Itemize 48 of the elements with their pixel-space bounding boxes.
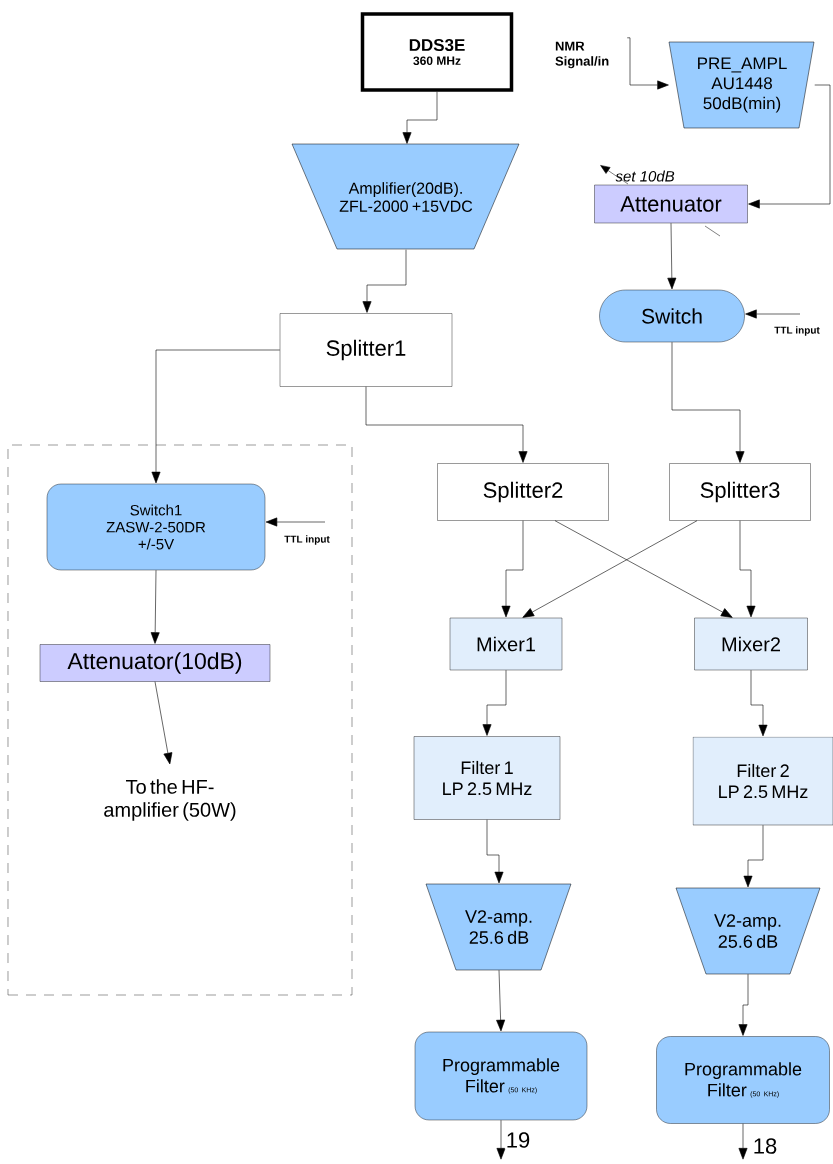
arrow bbox=[362, 249, 407, 313]
splitter-box: Splitter2 bbox=[437, 463, 609, 521]
arrow bbox=[738, 973, 749, 1036]
arrow bbox=[667, 222, 677, 290]
output-label: To the HF-amplifier (50W) bbox=[104, 779, 236, 821]
arrow bbox=[750, 669, 768, 737]
setting-label: set 10dB bbox=[615, 170, 675, 182]
edge-label: 19 bbox=[504, 1131, 532, 1149]
arrow bbox=[496, 969, 506, 1032]
mixer-box: Mixer1 bbox=[449, 617, 563, 671]
attenuator-box: Attenuator(10dB) bbox=[39, 644, 271, 682]
arrow bbox=[482, 669, 507, 736]
arrow bbox=[671, 341, 745, 463]
group-frame bbox=[7, 444, 353, 996]
edge-label: TTL input bbox=[283, 534, 331, 546]
amplifier-trapezoid: Amplifier(20dB). ZFL-2000 +15VDC bbox=[291, 143, 520, 250]
attenuator-box: Attenuator bbox=[594, 184, 748, 224]
arrow bbox=[501, 520, 524, 618]
edge-label: TTL input bbox=[773, 325, 821, 337]
arrow bbox=[365, 386, 528, 463]
arrow bbox=[748, 84, 831, 209]
arrow bbox=[738, 1123, 748, 1160]
source-box: DDS3E 360 MHz bbox=[360, 12, 514, 92]
amplifier-trapezoid: V2-amp. 25.6 dB bbox=[425, 883, 572, 971]
filter-box: Filter 2 LP 2.5 MHz bbox=[692, 736, 833, 826]
arrow bbox=[154, 681, 173, 765]
switch-box: Switch1 ZASW-2-50DR +/-5V bbox=[46, 483, 266, 571]
filter-box: Filter 1 LP 2.5 MHz bbox=[413, 736, 561, 820]
arrow bbox=[554, 520, 733, 618]
amplifier-trapezoid: V2-amp. 25.6 dB bbox=[675, 887, 821, 975]
arrow bbox=[743, 824, 764, 888]
splitter-box: Splitter3 bbox=[669, 463, 811, 521]
arrow bbox=[522, 520, 698, 618]
arrow bbox=[496, 1119, 506, 1160]
arrow bbox=[745, 309, 801, 319]
amplifier-trapezoid: PRE_AMPL AU1448 50dB(min) bbox=[668, 41, 815, 129]
splitter-box: Splitter1 bbox=[279, 313, 453, 387]
arrow bbox=[151, 349, 281, 484]
edge-label: 18 bbox=[751, 1137, 779, 1155]
arrow bbox=[739, 520, 756, 618]
arrow bbox=[486, 819, 504, 884]
mixer-box: Mixer2 bbox=[694, 617, 808, 671]
arrow bbox=[626, 37, 669, 90]
arrow bbox=[402, 91, 438, 144]
arrow bbox=[150, 569, 160, 644]
input-label: NMR Signal/in bbox=[555, 41, 609, 69]
arrow bbox=[265, 517, 326, 527]
switch-box: Switch bbox=[599, 289, 745, 343]
